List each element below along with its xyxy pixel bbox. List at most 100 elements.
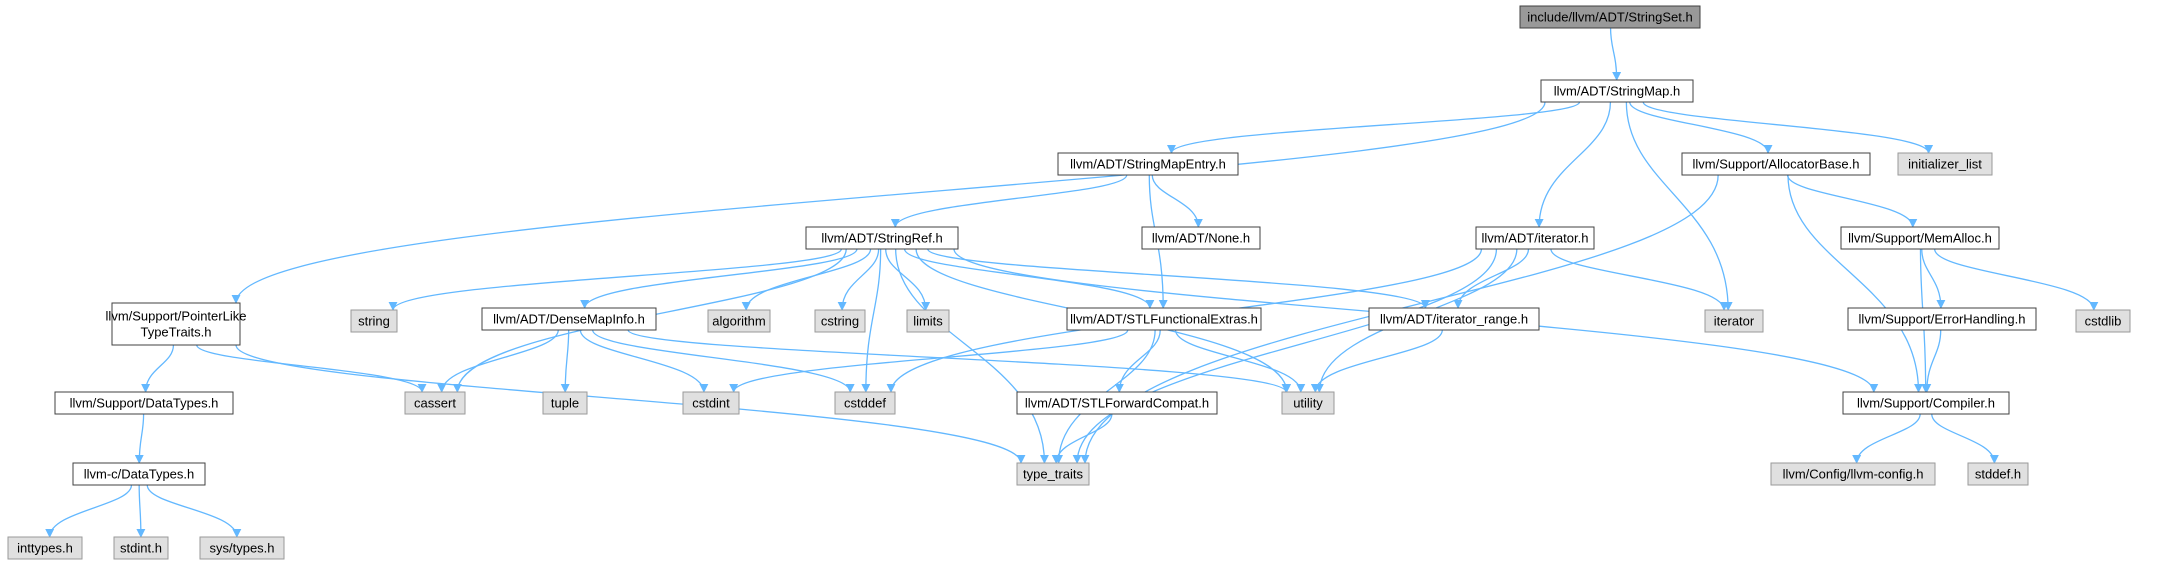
node-box [1066,307,1262,331]
node-iterator-range[interactable]: llvm/ADT/iterator_range.h [1368,307,1540,331]
node-limits: limits [906,309,950,333]
edge-stringset-to-stringmap [1609,27,1622,81]
node-box [834,391,896,415]
edge-stringmap-to-iterator [1625,101,1733,311]
edge-pointerlike-to-cassert [196,344,427,393]
node-label: llvm/Support/ErrorHandling.h [1859,311,2026,326]
edge-densemapinfo-to-cassert [437,329,559,393]
node-box [1842,391,2010,415]
edge-densemapinfo-to-tuple [560,329,570,393]
edge-compiler-to-stddef [1931,413,1999,464]
node-utility: utility [1281,391,1335,415]
edge-densemapinfo-to-cstddef [592,329,855,393]
node-box [7,536,83,560]
node-densemapinfo[interactable]: llvm/ADT/DenseMapInfo.h [481,307,657,331]
node-label: TypeTraits.h [140,324,211,339]
node-box [1847,307,2037,331]
edge-pointerlike-to-datatypes-support [141,344,175,393]
node-type-traits: type_traits [1016,462,1090,486]
node-box [906,309,950,333]
node-label: cstring [821,313,859,328]
edge-iterator-h-to-iterator-range [1453,248,1530,309]
node-box [1368,307,1540,331]
node-label: llvm/ADT/iterator_range.h [1380,311,1528,326]
node-label: tuple [551,395,579,410]
node-string: string [350,309,398,333]
node-layer: include/llvm/ADT/StringSet.h llvm/ADT/Str… [7,5,2131,560]
edge-datatypes-c-to-inttypes [45,484,133,538]
node-algorithm: algorithm [707,309,771,333]
node-label: iterator [1714,313,1755,328]
edge-stringref-to-algorithm [741,248,872,311]
node-iterator: iterator [1704,309,1764,333]
node-box [814,309,866,333]
node-box [542,391,588,415]
node-iterator-h[interactable]: llvm/ADT/iterator.h [1475,226,1595,250]
node-box [1770,462,1936,486]
edge-stringmap-to-iterator-h [1534,101,1612,228]
edge-stringref-to-cstddef [861,248,882,393]
edge-errorhandling-to-compiler [1922,329,1942,393]
node-stringmapentry[interactable]: llvm/ADT/StringMapEntry.h [1057,152,1239,176]
node-cstdint: cstdint [682,391,740,415]
node-none[interactable]: llvm/ADT/None.h [1141,226,1261,250]
node-label: include/llvm/ADT/StringSet.h [1527,9,1692,24]
edge-allocatorbase-to-compiler [1787,174,1923,393]
node-cstddef: cstddef [834,391,896,415]
node-stlforward[interactable]: llvm/ADT/STLForwardCompat.h [1016,391,1218,415]
edge-stringref-to-cstring [837,248,880,311]
node-label: llvm/ADT/StringRef.h [821,230,942,245]
node-label: llvm/Support/MemAlloc.h [1848,230,1992,245]
node-label: utility [1293,395,1323,410]
edge-stringmap-to-pointerlike [231,101,1546,304]
node-box [1475,226,1595,250]
node-box [481,307,657,331]
node-box [1967,462,2029,486]
edge-stringmap-to-allocatorbase [1629,101,1773,154]
node-compiler[interactable]: llvm/Support/Compiler.h [1842,391,2010,415]
node-memalloc[interactable]: llvm/Support/MemAlloc.h [1840,226,2000,250]
node-allocatorbase[interactable]: llvm/Support/AllocatorBase.h [1681,152,1871,176]
edge-stringref-to-densemapinfo [580,248,858,309]
edge-iterator-h-to-iterator [1550,248,1729,311]
node-label: llvm/Support/PointerLike [106,308,247,323]
edge-stringref-to-string [388,248,843,311]
node-inttypes: inttypes.h [7,536,83,560]
node-stlfunctional[interactable]: llvm/ADT/STLFunctionalExtras.h [1066,307,1262,331]
node-label: stdint.h [120,540,162,555]
edge-pointerlike-to-type-traits [235,344,1026,464]
node-box [707,309,771,333]
node-label: cassert [414,395,456,410]
node-label: llvm/ADT/StringMapEntry.h [1070,156,1226,171]
node-cstring: cstring [814,309,866,333]
node-box [54,391,234,415]
node-label: cstddef [844,395,886,410]
edge-iterator-range-to-utility [1310,329,1443,393]
edge-stringref-to-type-traits [895,248,1049,464]
node-stringref[interactable]: llvm/ADT/StringRef.h [805,226,959,250]
node-box [1519,5,1701,29]
node-label: llvm/ADT/None.h [1152,230,1250,245]
node-datatypes-c[interactable]: llvm-c/DataTypes.h [72,462,206,486]
edge-layer [45,27,2099,538]
node-box [72,462,206,486]
node-box [805,226,959,250]
node-box [113,536,169,560]
node-stringmap[interactable]: llvm/ADT/StringMap.h [1540,79,1694,103]
node-tuple: tuple [542,391,588,415]
node-box [1057,152,1239,176]
node-label: type_traits [1023,466,1083,481]
edge-densemapinfo-to-utility [627,329,1291,393]
edge-stringmap-to-stringmapentry [1167,101,1581,154]
node-errorhandling[interactable]: llvm/Support/ErrorHandling.h [1847,307,2037,331]
node-stringset[interactable]: include/llvm/ADT/StringSet.h [1519,5,1701,29]
edge-densemapinfo-to-cstdint [579,329,709,393]
edge-iterator-h-to-type-traits [1072,248,1498,464]
node-box [1840,226,2000,250]
edge-stringmapentry-to-stringref [890,174,1128,228]
edge-stringref-to-iterator-range [927,248,1430,309]
node-label: cstdlib [2085,313,2122,328]
node-datatypes-support[interactable]: llvm/Support/DataTypes.h [54,391,234,415]
